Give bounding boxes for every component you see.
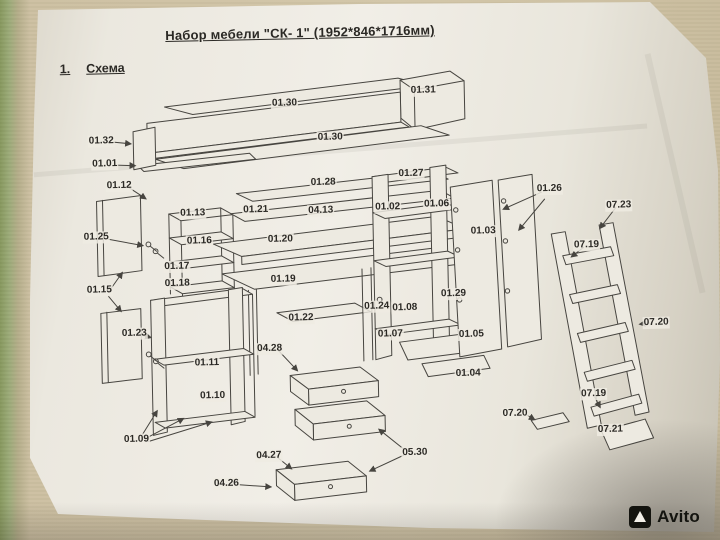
part-label-01.09: 01.09 [122, 433, 151, 446]
avito-text: Avito [657, 507, 700, 526]
part-label-04.26: 04.26 [212, 477, 241, 491]
lower-cabinet-group [150, 286, 256, 436]
ladder-group [530, 222, 655, 451]
drawers-group [275, 366, 386, 501]
part-label-07.21: 07.21 [596, 423, 625, 437]
part-label-01.17: 01.17 [163, 260, 191, 274]
part-label-01.11: 01.11 [193, 356, 221, 370]
doors-group [449, 173, 542, 358]
avito-logo-icon [629, 506, 652, 528]
part-label-01.12: 01.12 [105, 179, 133, 193]
part-label-01.04: 01.04 [454, 367, 482, 381]
part-label-01.02: 01.02 [374, 201, 402, 214]
part-label-04.13: 04.13 [307, 204, 335, 218]
part-label-01.05: 01.05 [457, 328, 486, 341]
part-label-01.13: 01.13 [179, 207, 207, 220]
part-label-01.31: 01.31 [409, 84, 437, 97]
part-label-01.30: 01.30 [316, 131, 344, 144]
part-label-01.01: 01.01 [91, 158, 119, 171]
part-label-01.28: 01.28 [309, 176, 337, 190]
part-label-01.24: 01.24 [363, 300, 391, 313]
avito-watermark: Avito [629, 506, 700, 528]
side-panels-group [96, 195, 143, 384]
part-label-01.23: 01.23 [120, 327, 148, 341]
part-label-01.25: 01.25 [82, 231, 110, 244]
part-label-01.03: 01.03 [469, 225, 497, 238]
part-label-01.15: 01.15 [85, 284, 114, 297]
part-label-07.20: 07.20 [501, 407, 529, 421]
part-label-05.30: 05.30 [401, 446, 429, 460]
part-label-01.32: 01.32 [87, 135, 115, 148]
part-label-01.06: 01.06 [423, 198, 451, 211]
part-label-07.19: 07.19 [572, 238, 601, 252]
part-label-01.30: 01.30 [270, 97, 299, 110]
part-label-01.19: 01.19 [269, 273, 297, 286]
part-label-01.10: 01.10 [198, 389, 227, 403]
part-label-01.20: 01.20 [266, 233, 294, 246]
part-label-01.21: 01.21 [242, 203, 270, 217]
part-label-01.27: 01.27 [397, 167, 425, 181]
part-label-01.07: 01.07 [376, 328, 404, 341]
part-label-01.26: 01.26 [535, 182, 563, 196]
part-label-04.28: 04.28 [255, 342, 284, 356]
part-label-07.19: 07.19 [580, 387, 608, 401]
part-label-01.08: 01.08 [391, 301, 419, 315]
paper-crease [644, 53, 706, 294]
part-label-01.29: 01.29 [439, 287, 468, 301]
part-label-07.23: 07.23 [605, 199, 633, 212]
part-label-07.20: 07.20 [642, 316, 670, 330]
part-label-01.22: 01.22 [287, 311, 315, 325]
bed-group [132, 70, 466, 173]
part-label-01.18: 01.18 [163, 277, 191, 291]
part-label-04.27: 04.27 [255, 449, 283, 463]
part-label-01.16: 01.16 [185, 235, 214, 248]
